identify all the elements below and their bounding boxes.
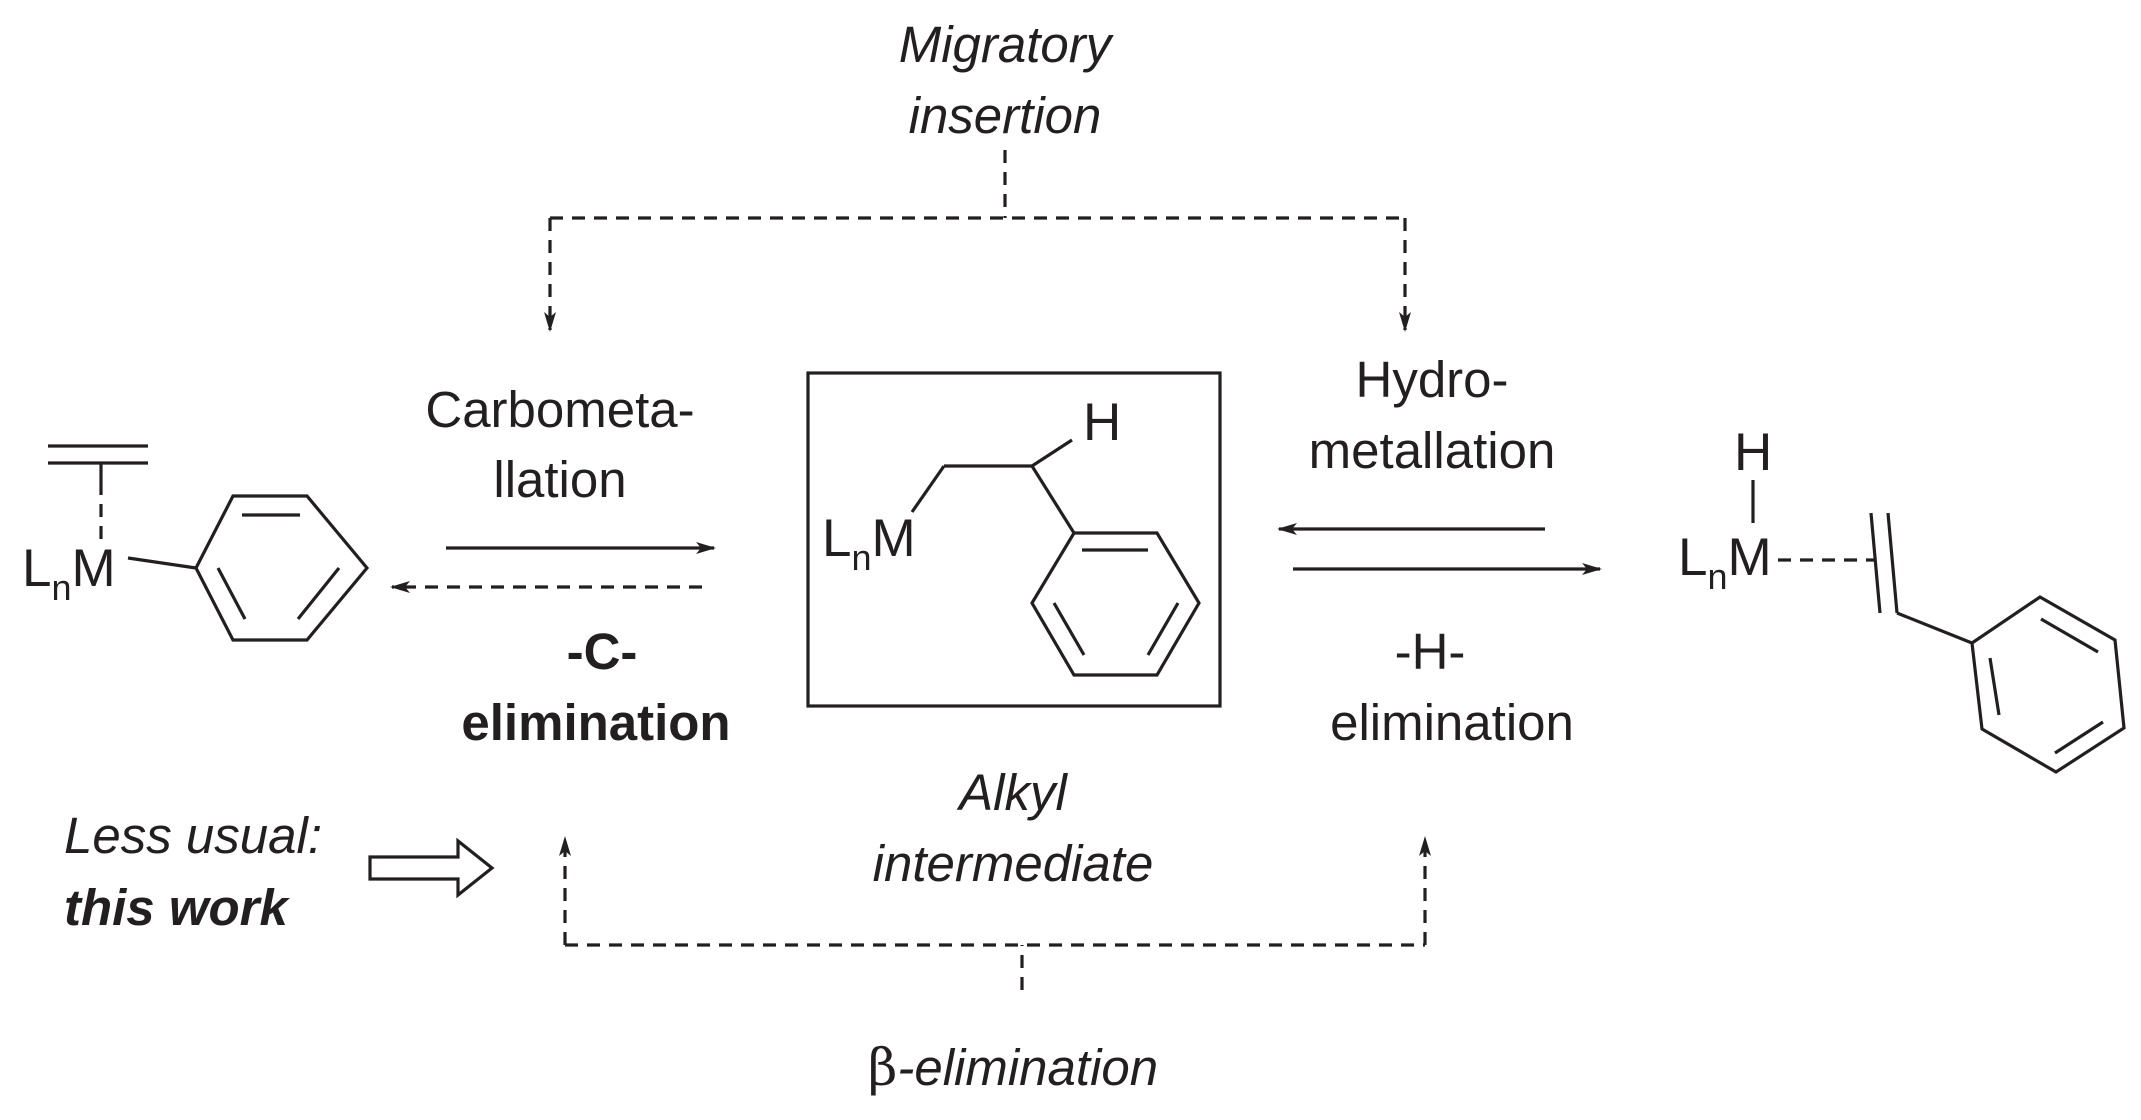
less-usual-label: Less usual: <box>64 807 322 864</box>
migratory-insertion-bracket <box>544 150 1411 332</box>
benzene-ring-left <box>194 494 370 642</box>
c-elimination-label-line2: elimination <box>461 694 730 751</box>
hollow-arrow-this-work <box>368 837 495 899</box>
alkyl-intermediate-label-line1: Alkyl <box>956 764 1068 821</box>
metal-ligand-label-right: LnM <box>1678 528 1772 597</box>
metal-aryl-bond <box>127 556 197 570</box>
c-elimination-label-line1: -C- <box>567 623 638 680</box>
hydrogen-label-center: H <box>1083 393 1121 452</box>
metal-ligand-label-center: LnM <box>822 509 916 578</box>
aryl-metal-alkene-complex: LnM <box>22 444 370 642</box>
carbon-hydrogen-bond <box>1031 438 1073 468</box>
carbon-aryl-bond <box>1030 465 1076 534</box>
alkyl-intermediate-box <box>806 371 1222 708</box>
beta-elimination-label: β-elimination <box>868 1039 1158 1098</box>
carbometallation-label-line1: Carbometa- <box>425 381 694 438</box>
alkyl-intermediate-molecule: LnM H <box>822 393 1201 677</box>
vinyl-aryl-bond <box>1896 611 1973 645</box>
benzene-ring-right <box>1970 595 2126 774</box>
migratory-insertion-label-line1: Migratory <box>899 16 1115 73</box>
carbometallation-label-line2: llation <box>493 451 626 508</box>
h-elimination-label-line1: -H- <box>1395 623 1466 680</box>
metal-ligand-label: LnM <box>22 539 116 608</box>
styrene-vinyl-double-bond <box>1869 512 1899 614</box>
h-elimination-label-line2: elimination <box>1330 694 1574 751</box>
benzene-ring-center <box>1030 531 1201 677</box>
metal-carbon-bond <box>910 465 946 513</box>
alkyl-intermediate-label-line2: intermediate <box>873 835 1154 892</box>
hydrometallation-label-line2: metallation <box>1309 422 1556 479</box>
migratory-insertion-label-line2: insertion <box>909 87 1102 144</box>
beta-elimination-bracket <box>559 836 1431 990</box>
metal-hydride-styrene-complex: H LnM <box>1678 423 2126 774</box>
this-work-label: this work <box>64 879 291 936</box>
coordinated-alkene <box>48 444 148 540</box>
hydrogen-label-right: H <box>1734 423 1772 482</box>
hydrometallation-label-line1: Hydro- <box>1355 351 1508 408</box>
